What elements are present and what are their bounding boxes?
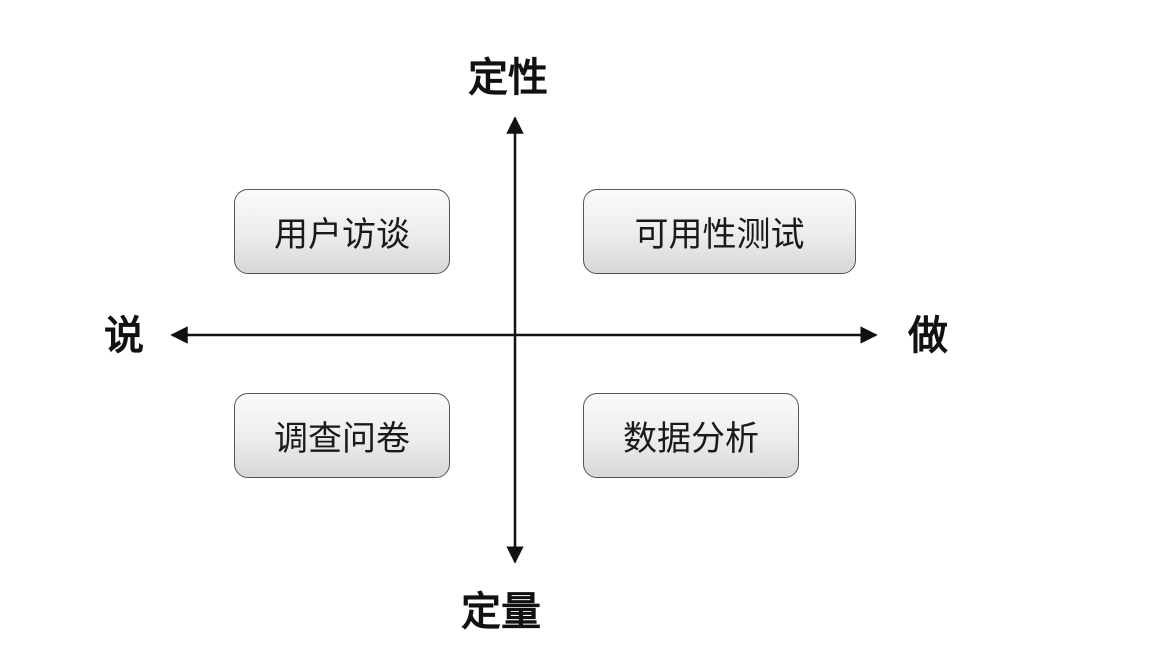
axis-label-left: 说 [104,313,144,359]
quadrant-label: 数据分析 [623,419,759,459]
quadrant-label: 调查问卷 [274,419,410,459]
axis-label-top: 定性 [468,55,548,101]
axis-label-bottom: 定量 [461,589,541,635]
quadrant-data-analysis: 数据分析 [583,393,799,478]
quadrant-survey: 调查问卷 [234,393,450,478]
quadrant-usability-testing: 可用性测试 [583,189,856,274]
quadrant-label: 可用性测试 [634,215,805,255]
axis-label-right: 做 [908,313,948,359]
quadrant-label: 用户访谈 [274,215,410,255]
quadrant-user-interview: 用户访谈 [234,189,450,274]
